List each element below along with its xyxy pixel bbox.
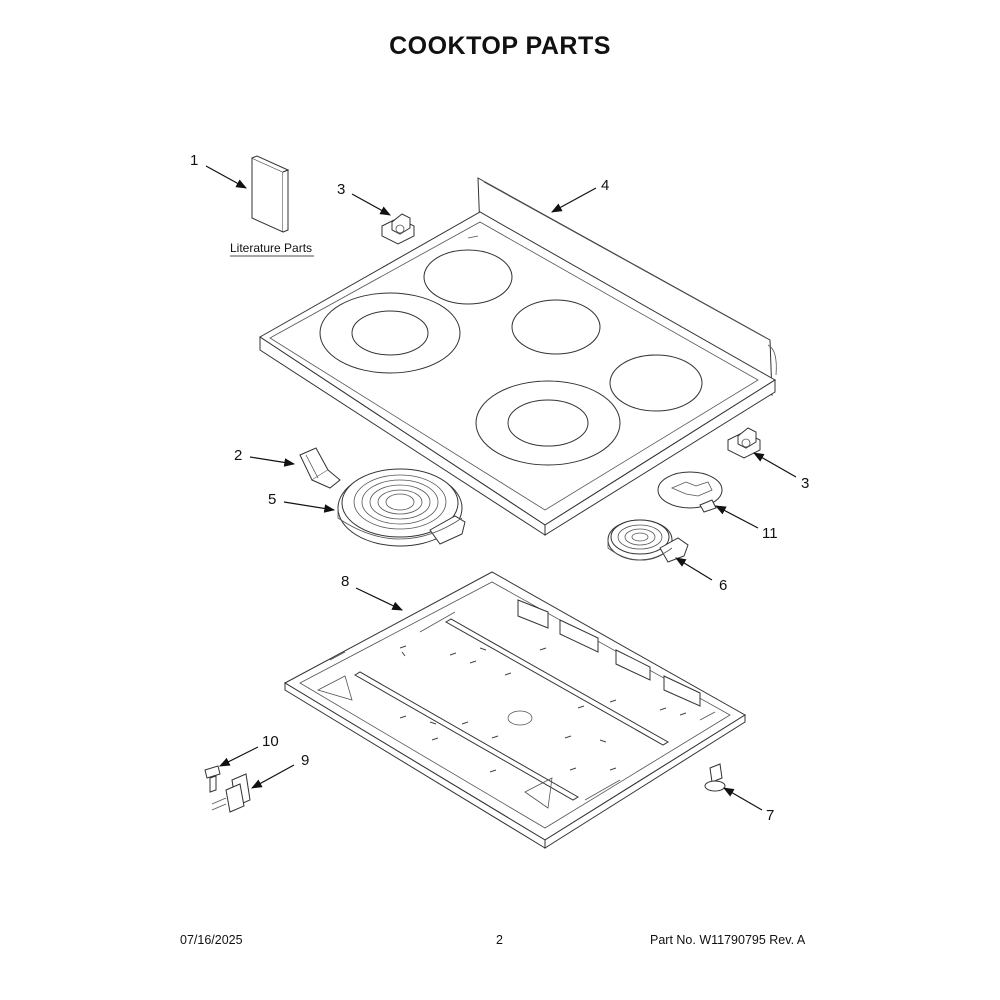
callout-2: 2 bbox=[234, 447, 242, 464]
callout-8: 8 bbox=[341, 573, 349, 590]
literature-parts-booklet: Literature Parts bbox=[230, 155, 314, 257]
literature-parts-label: Literature Parts bbox=[230, 241, 312, 255]
bracket-part-3-left bbox=[381, 213, 415, 245]
callout-3-left: 3 bbox=[337, 181, 345, 198]
clip-part-2 bbox=[299, 447, 341, 489]
burner-box-part-8 bbox=[283, 571, 746, 849]
screw-part-10 bbox=[204, 765, 221, 793]
footer-part-number: Part No. W11790795 Rev. A bbox=[650, 933, 806, 947]
callout-6: 6 bbox=[719, 577, 727, 594]
callout-4: 4 bbox=[601, 177, 609, 194]
callout-3-right: 3 bbox=[801, 475, 809, 492]
callout-1: 1 bbox=[190, 152, 198, 169]
footer-page-number: 2 bbox=[496, 933, 503, 947]
callout-10: 10 bbox=[262, 733, 279, 750]
screw-part-7 bbox=[704, 763, 726, 792]
cooktop-main-top bbox=[259, 177, 777, 536]
small-radiant-element-part-6 bbox=[607, 519, 689, 563]
page-title: COOKTOP PARTS bbox=[389, 32, 611, 60]
callout-11: 11 bbox=[762, 525, 778, 542]
bracket-part-3-right bbox=[727, 427, 761, 459]
callout-9: 9 bbox=[301, 752, 309, 769]
leader-arrows bbox=[205, 165, 797, 811]
large-radiant-element-part-5 bbox=[337, 468, 466, 547]
terminal-block-part-9 bbox=[211, 773, 251, 813]
footer-date: 07/16/2025 bbox=[180, 933, 243, 947]
callout-5: 5 bbox=[268, 491, 276, 508]
sensor-disc-part-11 bbox=[657, 471, 723, 513]
callout-7: 7 bbox=[766, 807, 774, 824]
